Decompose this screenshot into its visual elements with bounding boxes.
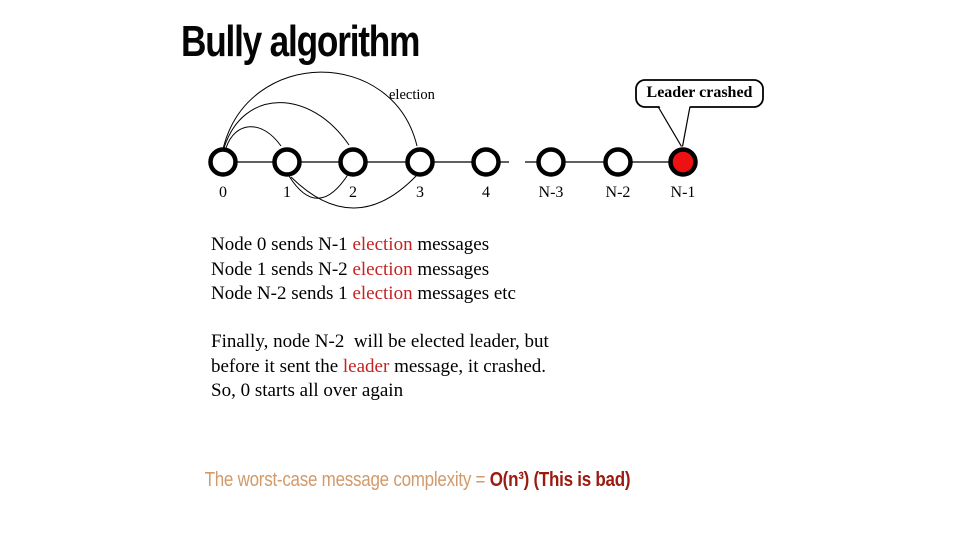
node-label: 4 xyxy=(482,184,490,201)
slide-title: Bully algorithm xyxy=(181,17,420,66)
election-arc-1-2 xyxy=(288,172,350,199)
node-circle xyxy=(405,147,435,177)
complexity-line: The worst-case message complexity = O(n³… xyxy=(187,446,631,515)
complexity-result: O(n³) (This is bad) xyxy=(489,469,631,491)
accent-word: leader xyxy=(342,355,390,377)
line-text: before it sent the xyxy=(211,355,343,377)
node-label: N-3 xyxy=(539,184,564,201)
node-label: 2 xyxy=(349,184,357,201)
node-label: 0 xyxy=(219,184,227,201)
explanation-line: Finally, node N-2 will be elected leader… xyxy=(211,330,549,355)
accent-word: election xyxy=(352,258,413,280)
leader-crashed-callout-label: Leader crashed xyxy=(646,84,753,101)
callout-pointer-fill xyxy=(657,102,691,147)
callout-pointer-right xyxy=(681,106,691,147)
line-text: Node 0 sends N-1 xyxy=(211,234,353,255)
callout-pointer-left xyxy=(657,106,683,147)
election-arc-0-1 xyxy=(225,126,282,149)
node-label: N-2 xyxy=(606,184,631,201)
node-circle xyxy=(471,147,501,177)
message-line: Node N-2 sends 1 election messages etc xyxy=(211,282,516,307)
callout-box xyxy=(635,79,764,108)
line-text: messages etc xyxy=(412,283,516,305)
explanation-paragraph: Finally, node N-2 will be elected leader… xyxy=(211,330,549,404)
node-label: N-1 xyxy=(671,184,696,201)
accent-word: election xyxy=(352,283,413,305)
election-arc-0-3 xyxy=(222,71,418,150)
line-text: So, 0 starts all over again xyxy=(211,380,404,402)
election-arc-label: election xyxy=(389,87,435,103)
message-line: Node 0 sends N-1 election messages xyxy=(211,233,516,258)
node-circle xyxy=(208,147,238,177)
election-arc-0-2 xyxy=(223,102,350,149)
node-circle xyxy=(272,147,302,177)
line-text: messages xyxy=(412,234,490,255)
node-circle xyxy=(536,147,566,177)
complexity-prefix: The worst-case message complexity = xyxy=(204,469,490,491)
nodes-layer: 0 1 2 3 4 N-3 N-2 N-1 xyxy=(208,147,698,201)
node-circle-crashed xyxy=(668,147,698,177)
explanation-line: So, 0 starts all over again xyxy=(211,379,549,404)
message-line: Node 1 sends N-2 election messages xyxy=(211,258,516,283)
line-text: messages xyxy=(412,258,490,280)
explanation-line: before it sent the leader message, it cr… xyxy=(211,355,549,380)
line-text: Node 1 sends N-2 xyxy=(211,258,353,280)
line-text: Node N-2 sends 1 xyxy=(211,283,353,305)
line-text: message, it crashed. xyxy=(389,355,547,377)
election-arc-1-3 xyxy=(290,174,418,209)
line-text: Finally, node N-2 will be elected leader… xyxy=(211,331,549,352)
accent-word: election xyxy=(352,234,413,255)
node-circle xyxy=(603,147,633,177)
node-label: 1 xyxy=(283,184,291,201)
node-label: 3 xyxy=(416,184,424,201)
node-circle xyxy=(338,147,368,177)
